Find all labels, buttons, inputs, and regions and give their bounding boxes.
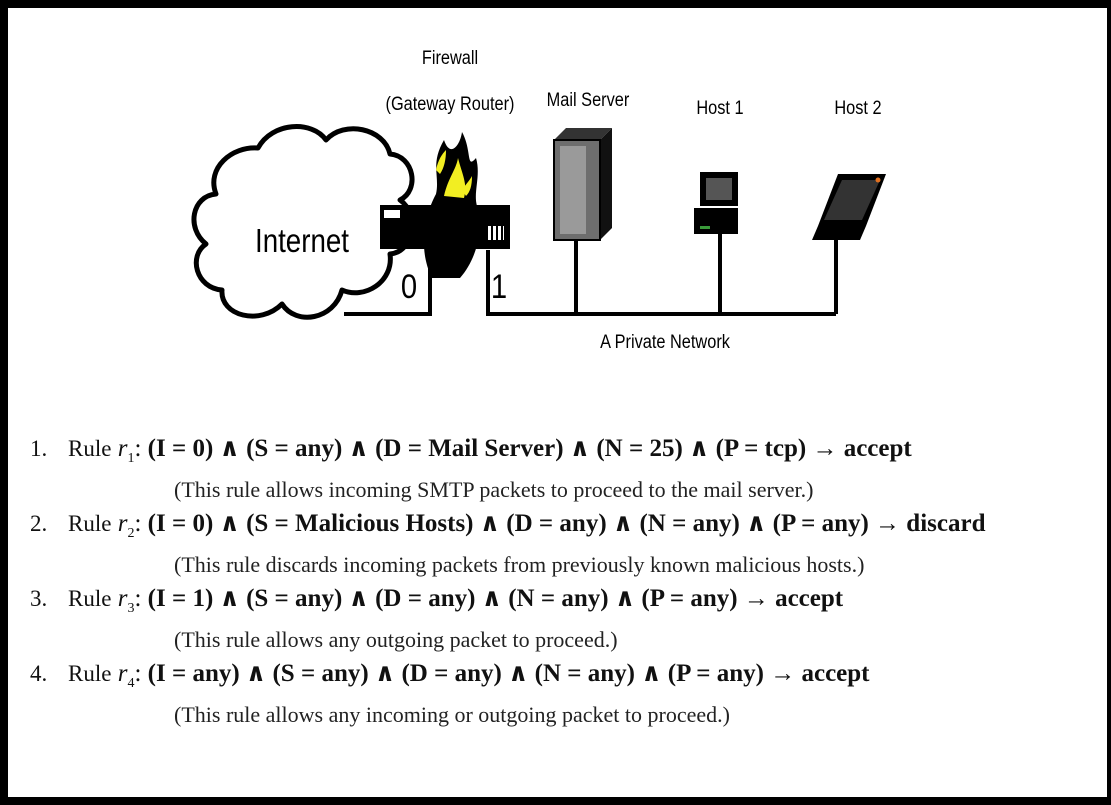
network-links — [344, 234, 838, 316]
rule-line: 3.Rule r3: (I = 1) ∧ (S = any) ∧ (D = an… — [30, 582, 1100, 625]
host1-label: Host 1 — [696, 98, 744, 119]
firewall-rules-list: 1.Rule r1: (I = 0) ∧ (S = any) ∧ (D = Ma… — [30, 432, 1100, 732]
rule-description: (This rule allows any incoming or outgoi… — [174, 702, 730, 727]
rule-word: Rule — [68, 661, 112, 686]
rule-expression: (I = any) ∧ (S = any) ∧ (D = any) ∧ (N =… — [147, 660, 870, 687]
host2-laptop-icon — [812, 174, 886, 240]
rule-word: Rule — [68, 511, 112, 536]
private-network-label: A Private Network — [600, 332, 730, 353]
rule-line: 1.Rule r1: (I = 0) ∧ (S = any) ∧ (D = Ma… — [30, 432, 1100, 475]
rule-item: 4.Rule r4: (I = any) ∧ (S = any) ∧ (D = … — [30, 657, 1100, 730]
rule-line: 2.Rule r2: (I = 0) ∧ (S = Malicious Host… — [30, 507, 1100, 550]
rule-expression: (I = 0) ∧ (S = Malicious Hosts) ∧ (D = a… — [147, 510, 986, 537]
rule-expression: (I = 1) ∧ (S = any) ∧ (D = any) ∧ (N = a… — [147, 585, 844, 612]
rule-description: (This rule allows any outgoing packet to… — [174, 627, 618, 652]
rule-number: 4. — [30, 661, 48, 686]
rule-number: 1. — [30, 436, 48, 461]
rule-subscript: 4 — [127, 676, 135, 691]
rule-item: 3.Rule r3: (I = 1) ∧ (S = any) ∧ (D = an… — [30, 582, 1100, 655]
rule-item: 2.Rule r2: (I = 0) ∧ (S = Malicious Host… — [30, 507, 1100, 580]
rule-line: 4.Rule r4: (I = any) ∧ (S = any) ∧ (D = … — [30, 657, 1100, 700]
mail-server-label: Mail Server — [546, 90, 630, 111]
rule-subscript: 3 — [127, 601, 135, 616]
rule-number: 2. — [30, 511, 48, 536]
rule-item: 1.Rule r1: (I = 0) ∧ (S = any) ∧ (D = Ma… — [30, 432, 1100, 505]
rule-expression: (I = 0) ∧ (S = any) ∧ (D = Mail Server) … — [147, 435, 912, 462]
port-1-label: 1 — [490, 268, 508, 306]
host2-label: Host 2 — [834, 98, 882, 119]
rule-variable: r — [117, 510, 128, 537]
internet-label: Internet — [254, 222, 350, 259]
rule-word: Rule — [68, 586, 112, 611]
rule-description: (This rule allows incoming SMTP packets … — [174, 477, 814, 502]
host1-computer-icon — [694, 172, 738, 234]
rule-variable: r — [117, 585, 128, 612]
rule-description: (This rule discards incoming packets fro… — [174, 552, 865, 577]
rule-subscript: 1 — [127, 451, 135, 466]
gateway-router-label: (Gateway Router) — [385, 94, 515, 115]
mail-server-icon — [553, 128, 612, 241]
internet-cloud-icon — [191, 124, 415, 320]
rule-number: 3. — [30, 586, 48, 611]
rule-word: Rule — [68, 436, 112, 461]
port-0-label: 0 — [400, 268, 418, 306]
fire-icon — [423, 132, 481, 278]
rule-subscript: 2 — [127, 526, 135, 541]
rule-variable: r — [117, 435, 128, 462]
firewall-label: Firewall — [421, 48, 479, 69]
rule-variable: r — [117, 660, 128, 687]
